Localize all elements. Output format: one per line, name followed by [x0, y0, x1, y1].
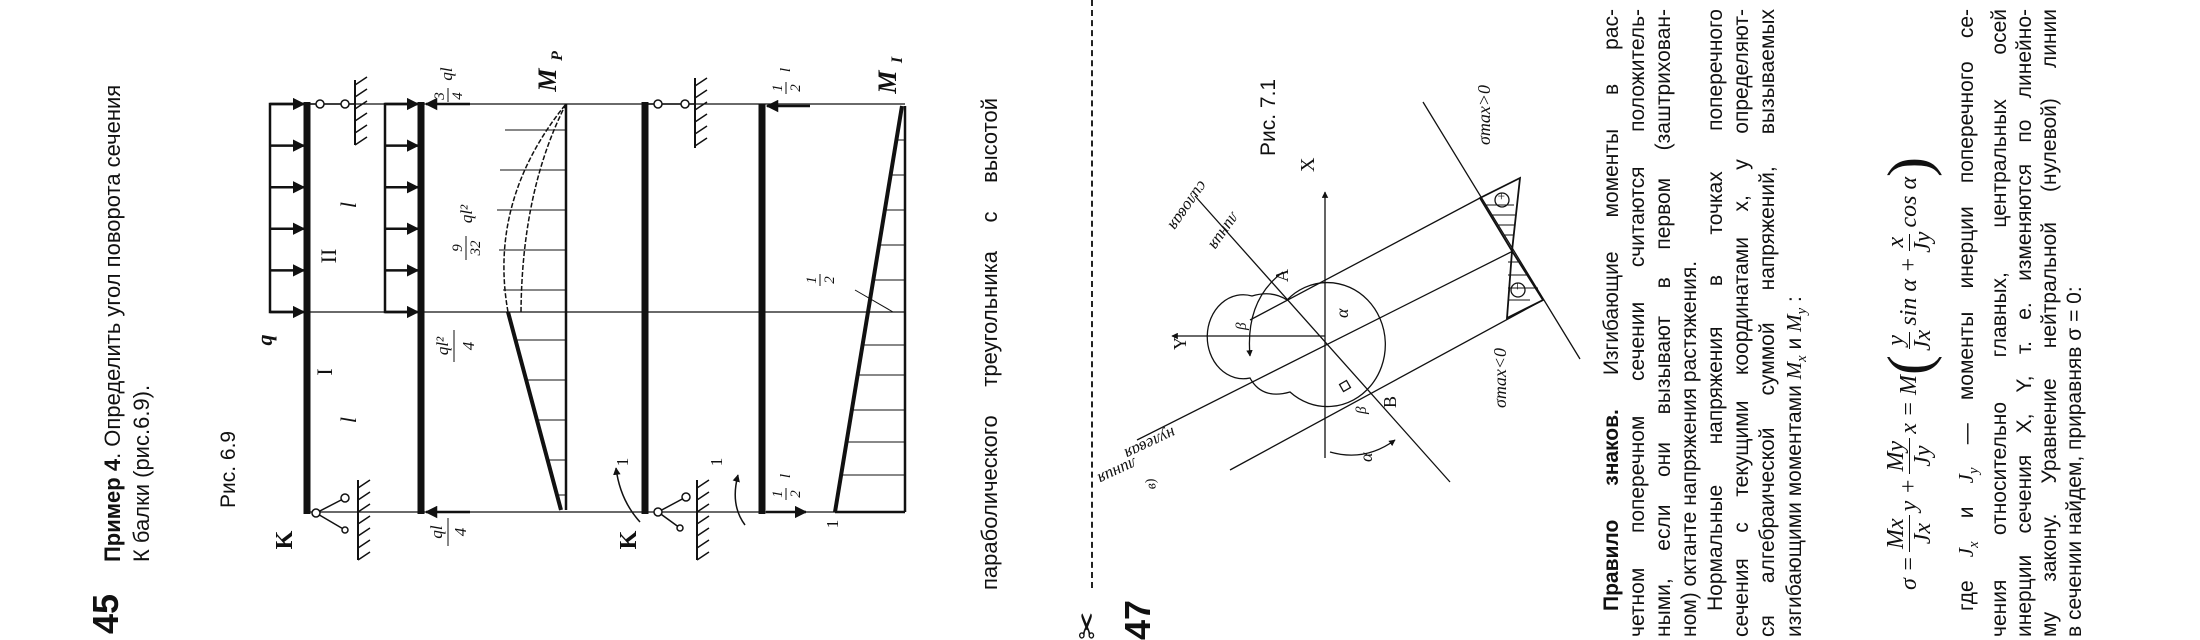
load-label: q: [252, 335, 277, 346]
moment-max-label: 9 32 ql²: [450, 204, 484, 260]
force-line-label: силовая: [1165, 178, 1213, 235]
numerator: 3: [432, 92, 448, 101]
moment-diagram-p: [497, 103, 568, 511]
neutral-line-label: линия: [1095, 454, 1141, 489]
diagram-p-label: M P: [533, 51, 566, 93]
section-label: K: [616, 530, 642, 549]
panel-label: в): [1143, 477, 1160, 491]
beta-label: β: [1354, 406, 1370, 415]
length-label: l: [336, 417, 361, 423]
span-label-1: I: [312, 368, 337, 375]
alpha-label: α: [1332, 308, 1352, 318]
unit-moment-label: 1: [707, 458, 726, 467]
axis-x-label: X: [1297, 157, 1319, 172]
neutral-line: [1136, 250, 1514, 441]
figure-6-9-labels: q K I II l l ql 4 3 4 ql ql² 4 9 32 ql² …: [252, 51, 906, 549]
numerator: ql: [427, 525, 446, 539]
denominator: 2: [788, 490, 804, 498]
span-label-2: II: [316, 249, 341, 264]
sigma-positive-label: σmax>0: [1474, 85, 1494, 145]
suffix: ql²: [457, 204, 476, 223]
angle-beta-arc: [1246, 271, 1284, 357]
denominator: 2: [822, 276, 838, 284]
pin-support: [311, 479, 371, 561]
half-l-label-bottom: 1 2 l: [770, 474, 804, 500]
numerator: 1: [770, 490, 786, 498]
frame-lines: [307, 103, 905, 513]
numerator: 9: [450, 244, 466, 252]
angle-alpha-arc: [1329, 439, 1396, 456]
suffix: l: [778, 474, 794, 478]
roller-support: [648, 77, 708, 148]
sigma-negative-label: σmax<0: [1490, 348, 1510, 408]
alpha-label: α: [1356, 452, 1376, 462]
force-line-label: линия: [1205, 209, 1245, 254]
figure-6-9-beam-diagrams: [268, 76, 907, 561]
section-label: K: [272, 530, 298, 549]
right-angle-mark: [1338, 379, 1352, 393]
load-arrows: [270, 97, 306, 319]
point-b-label: B: [1380, 396, 1400, 408]
moment-mid-label: ql² 4: [433, 330, 478, 362]
length-label: l: [336, 202, 361, 208]
minus-sign: −: [1511, 282, 1526, 290]
figure-7-1-section-stress: [1136, 101, 1581, 483]
stress-triangle-negative: [1505, 248, 1545, 320]
diagram-sub: I: [889, 56, 906, 64]
force-line: [1194, 195, 1451, 483]
suffix: ql: [437, 67, 456, 81]
denominator: 4: [450, 92, 466, 100]
axis-y-label: Y: [1170, 337, 1190, 350]
denominator: 32: [468, 240, 484, 257]
diagram-1-label: M I: [873, 56, 906, 94]
section-outline: [1206, 281, 1386, 408]
plus-sign: +: [1495, 192, 1510, 200]
denominator: 2: [788, 84, 804, 92]
distributed-load-1: [268, 102, 303, 314]
numerator: ql²: [433, 336, 452, 355]
load-arrows: [385, 97, 420, 319]
unit-moment-label: 1: [613, 458, 632, 467]
tangent-line-b: [1229, 299, 1544, 471]
stress-triangle-positive: [1478, 176, 1522, 254]
reaction-left-label: ql 4: [427, 518, 470, 546]
unit-moment-arrow: [613, 467, 641, 523]
numerator: 1: [770, 84, 786, 92]
half-l-label-top: 1 2 l: [770, 68, 804, 94]
numerator: 1: [804, 276, 820, 284]
diagram-main: M: [533, 68, 562, 93]
pin-support: [653, 479, 710, 561]
half-label: 1 2: [804, 274, 838, 286]
point-a-label: A: [1272, 269, 1292, 282]
diagram-sub: P: [549, 51, 566, 62]
unit-moment-arrow: [732, 474, 746, 526]
beta-label: β: [1234, 322, 1250, 331]
denominator: 4: [459, 341, 478, 350]
distributed-load-2: [383, 102, 417, 314]
diagram-1-value: 1: [823, 520, 842, 529]
stress-baseline: [1422, 101, 1581, 360]
diagram-main: M: [873, 70, 902, 95]
reaction-right-label: 3 4 ql: [432, 67, 466, 102]
suffix: l: [778, 68, 794, 72]
cut-dashed-line: [1091, 0, 1093, 588]
tangent-line-a: [1249, 197, 1481, 321]
moment-diagram-1: [833, 105, 907, 514]
denominator: 4: [451, 527, 470, 536]
roller-support: [310, 76, 368, 146]
